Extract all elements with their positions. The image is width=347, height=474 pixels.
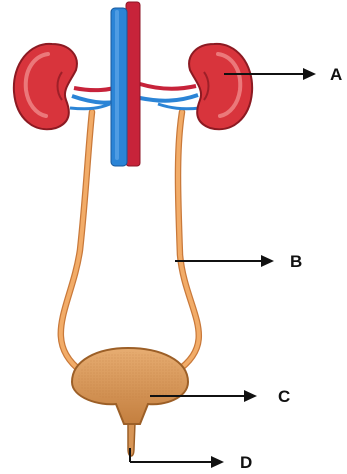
label-a: A bbox=[330, 65, 342, 84]
label-c: C bbox=[278, 387, 290, 406]
aorta bbox=[126, 2, 140, 166]
label-b: B bbox=[290, 252, 302, 271]
bladder bbox=[72, 348, 188, 456]
right-kidney bbox=[189, 44, 252, 129]
left-kidney bbox=[14, 44, 77, 129]
arrow-b bbox=[175, 255, 274, 267]
label-d: D bbox=[240, 453, 252, 472]
arrow-d bbox=[130, 448, 224, 468]
great-vessels bbox=[111, 2, 140, 166]
